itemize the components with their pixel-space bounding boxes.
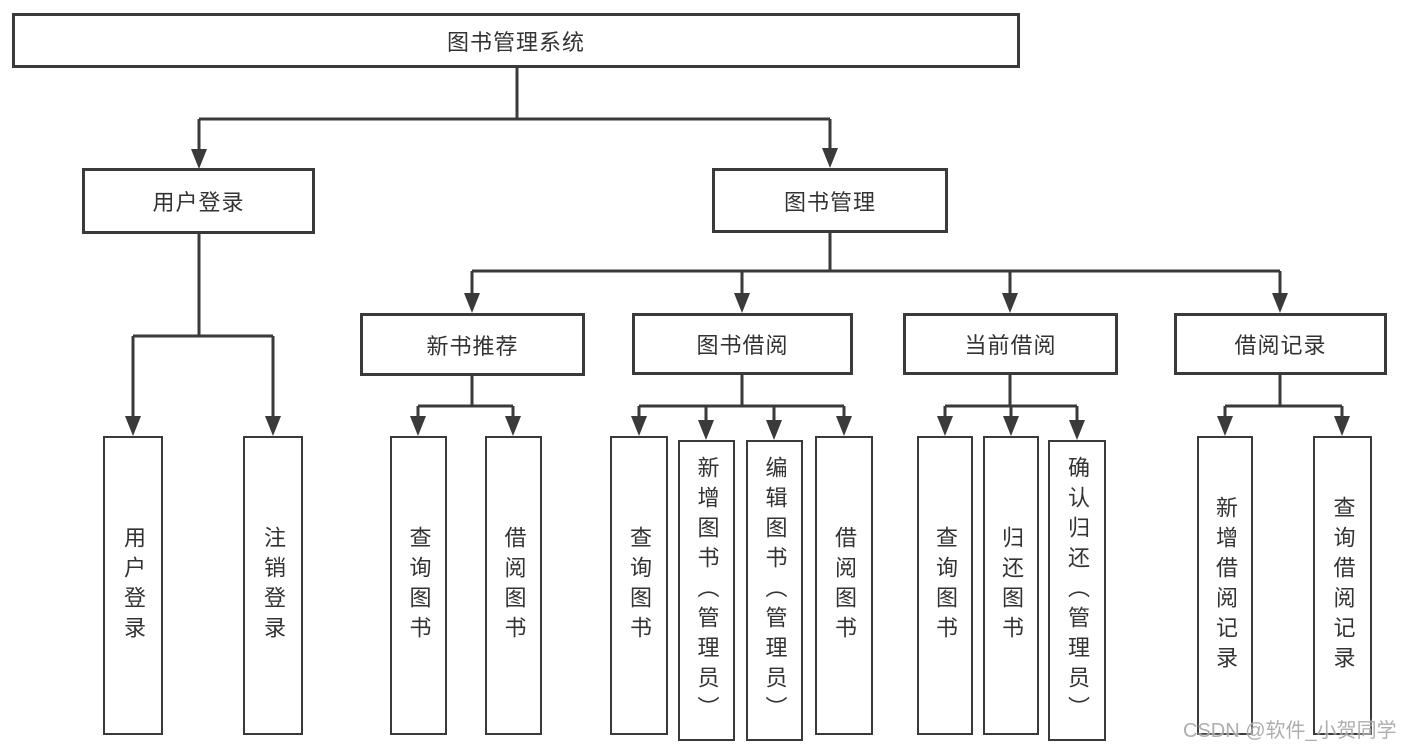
node-book-borrow-label: 图书借阅 (696, 333, 789, 358)
leaf-add-borrow-record-label: 新增借阅记录 (1213, 495, 1238, 676)
leaf-add-book-admin: 新增图书（管理员） (678, 440, 735, 741)
leaf-current-query-book-label: 查询图书 (933, 525, 958, 646)
node-library-system: 图书管理系统 (12, 13, 1020, 68)
leaf-return-book: 归还图书 (983, 436, 1039, 735)
node-current-borrow: 当前借阅 (903, 313, 1118, 375)
node-current-borrow-label: 当前借阅 (964, 333, 1057, 358)
arrowhead-icons (125, 148, 1350, 440)
node-book-borrow: 图书借阅 (632, 313, 853, 375)
leaf-add-book-admin-label: 新增图书（管理员） (694, 455, 720, 726)
node-new-book-recommend-label: 新书推荐 (426, 333, 519, 359)
leaf-confirm-return-admin: 确认归还（管理员） (1048, 440, 1106, 741)
tree-edges (131, 68, 1344, 423)
node-borrow-record-label: 借阅记录 (1234, 333, 1327, 358)
leaf-query-borrow-record-label: 查询借阅记录 (1330, 495, 1356, 676)
leaf-user-login: 用户登录 (103, 436, 163, 735)
leaf-user-login-label: 用户登录 (121, 525, 146, 646)
leaf-borrow-query-book: 查询图书 (610, 436, 668, 735)
node-library-system-label: 图书管理系统 (446, 29, 585, 55)
node-borrow-record: 借阅记录 (1174, 313, 1387, 375)
leaf-newbook-query-book: 查询图书 (390, 436, 447, 735)
leaf-return-book-label: 归还图书 (999, 525, 1024, 646)
leaf-borrow-borrow-book-label: 借阅图书 (832, 525, 857, 646)
leaf-edit-book-admin-label: 编辑图书（管理员） (762, 455, 788, 726)
leaf-newbook-borrow-book-label: 借阅图书 (501, 525, 527, 646)
node-new-book-recommend: 新书推荐 (360, 313, 585, 376)
leaf-add-borrow-record: 新增借阅记录 (1197, 436, 1253, 735)
leaf-logout-label: 注销登录 (261, 525, 286, 646)
leaf-newbook-borrow-book: 借阅图书 (485, 436, 542, 735)
leaf-query-borrow-record: 查询借阅记录 (1313, 436, 1372, 735)
leaf-newbook-query-book-label: 查询图书 (406, 525, 432, 646)
node-book-management: 图书管理 (712, 168, 948, 233)
node-user-login: 用户登录 (82, 168, 315, 234)
leaf-current-query-book: 查询图书 (917, 436, 973, 735)
leaf-confirm-return-admin-label: 确认归还（管理员） (1065, 455, 1090, 726)
leaf-logout: 注销登录 (243, 436, 303, 735)
leaf-borrow-borrow-book: 借阅图书 (815, 436, 873, 735)
node-book-management-label: 图书管理 (783, 189, 876, 215)
csdn-watermark: CSDN @软件_小贺同学 (1183, 720, 1397, 742)
leaf-edit-book-admin: 编辑图书（管理员） (746, 440, 803, 741)
node-user-login-label: 用户登录 (152, 190, 245, 215)
leaf-borrow-query-book-label: 查询图书 (627, 525, 652, 646)
